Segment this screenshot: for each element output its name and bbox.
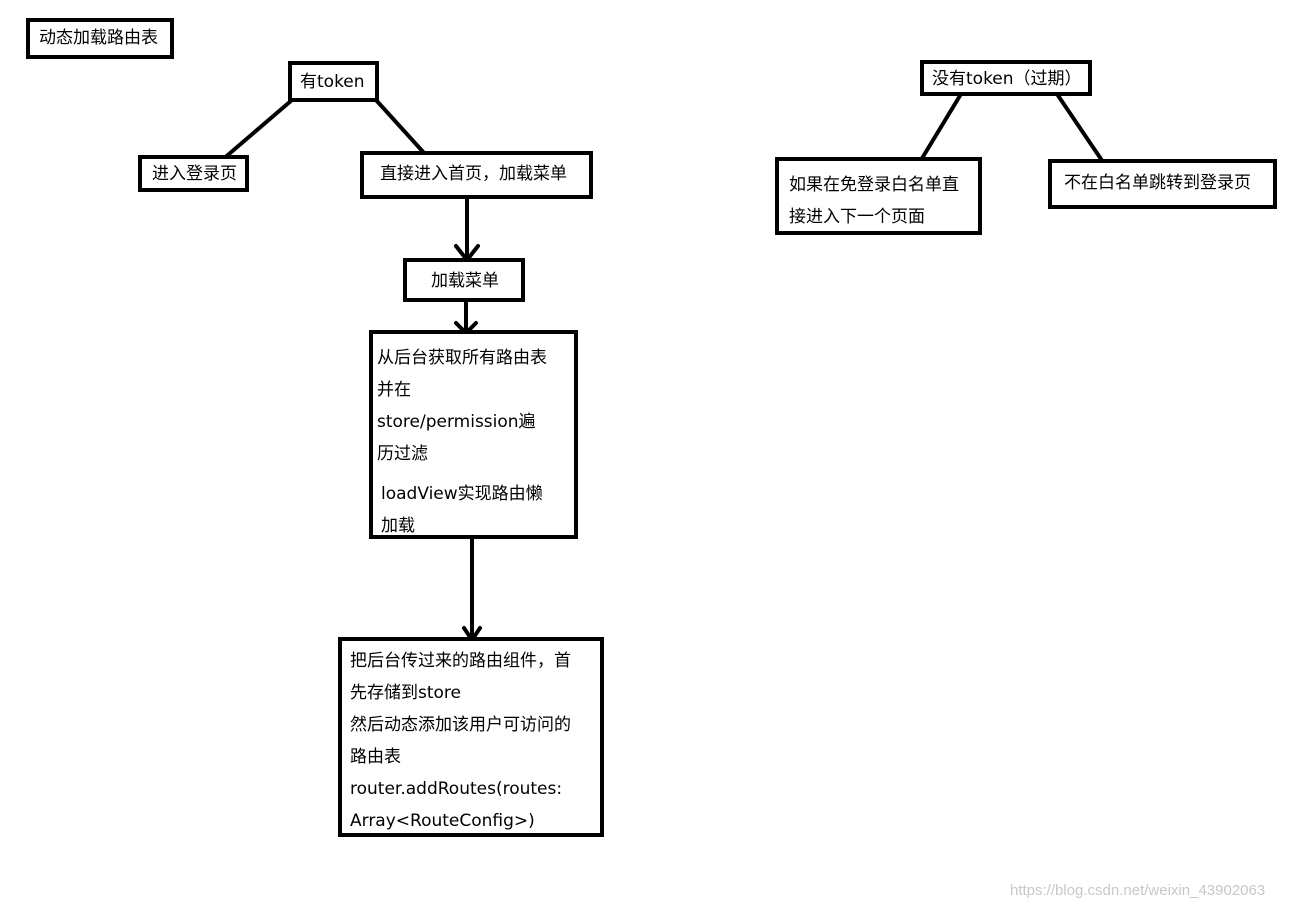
title-text: 动态加载路由表 xyxy=(39,28,158,48)
fetch-routes-node: 从后台获取所有路由表 并在 store/permission遍 历过滤 load… xyxy=(369,330,578,539)
add-routes-line-6: Array<RouteConfig>) xyxy=(350,811,535,831)
fetch-line-3: store/permission遍 xyxy=(377,412,536,432)
whitelist-node: 如果在免登录白名单直 接进入下一个页面 xyxy=(775,157,982,235)
fetch-line-4: 历过滤 xyxy=(377,444,428,464)
add-routes-line-4: 路由表 xyxy=(350,747,401,767)
no-token-label: 没有token（过期） xyxy=(932,69,1082,89)
add-routes-line-5: router.addRoutes(routes: xyxy=(350,779,563,799)
load-menu-node: 加载菜单 xyxy=(403,258,525,302)
whitelist-line-1: 如果在免登录白名单直 xyxy=(789,175,959,195)
fetch-line-5: loadView实现路由懒 xyxy=(381,484,543,504)
add-routes-line-3: 然后动态添加该用户可访问的 xyxy=(350,715,571,735)
connector-notoken-to-not-whitelist xyxy=(1055,92,1105,164)
home-label: 直接进入首页，加载菜单 xyxy=(380,164,567,184)
title-box: 动态加载路由表 xyxy=(26,18,174,59)
add-routes-line-2: 先存储到store xyxy=(350,683,461,703)
has-token-node: 有token xyxy=(288,61,379,102)
not-whitelist-node: 不在白名单跳转到登录页 xyxy=(1048,159,1277,209)
fetch-line-2: 并在 xyxy=(377,380,411,400)
no-token-node: 没有token（过期） xyxy=(920,60,1092,96)
connector-notoken-to-whitelist xyxy=(919,92,963,162)
whitelist-line-2: 接进入下一个页面 xyxy=(789,207,925,227)
connector-token-to-home xyxy=(374,98,427,156)
login-page-node: 进入登录页 xyxy=(138,155,249,192)
has-token-label: 有token xyxy=(300,72,365,92)
load-menu-label: 加载菜单 xyxy=(431,271,499,291)
login-page-label: 进入登录页 xyxy=(152,164,237,184)
home-node: 直接进入首页，加载菜单 xyxy=(360,151,593,199)
not-whitelist-label: 不在白名单跳转到登录页 xyxy=(1064,173,1251,193)
fetch-line-6: 加载 xyxy=(381,516,415,536)
connector-token-to-login xyxy=(220,98,294,162)
watermark: https://blog.csdn.net/weixin_43902063 xyxy=(1010,882,1266,899)
add-routes-line-1: 把后台传过来的路由组件，首 xyxy=(350,651,571,671)
fetch-line-1: 从后台获取所有路由表 xyxy=(377,348,547,368)
add-routes-node: 把后台传过来的路由组件，首 先存储到store 然后动态添加该用户可访问的 路由… xyxy=(338,637,604,837)
